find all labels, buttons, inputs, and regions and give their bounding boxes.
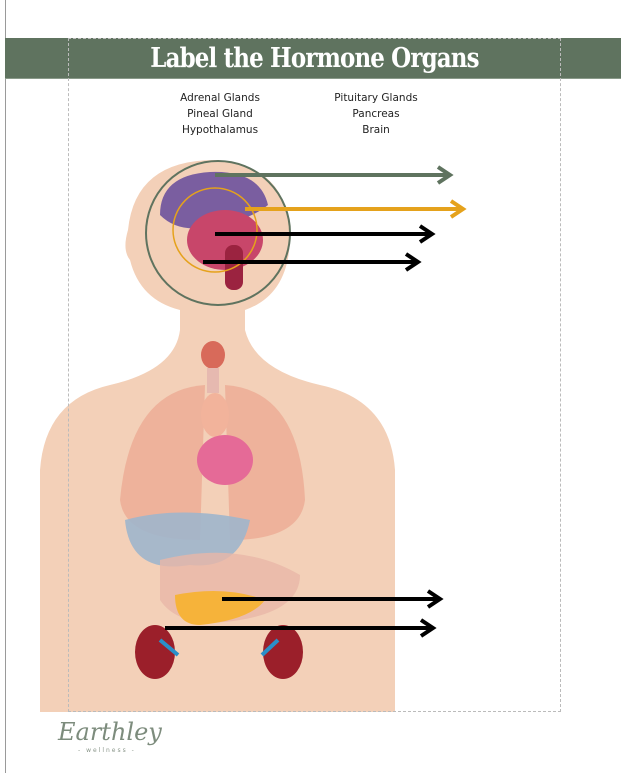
arrow-pineal (215, 224, 436, 244)
kidney-right-icon (260, 625, 303, 679)
arrow-adrenal (165, 618, 437, 638)
brand-logo: Earthley (58, 718, 162, 746)
hypothalamus-highlight-circle (172, 187, 258, 273)
arrow-pituitary (203, 252, 422, 272)
word-bank-item: Pituitary Glands (334, 92, 418, 104)
lungs-icon (120, 385, 305, 540)
word-bank-item: Brain (362, 124, 390, 136)
word-bank-item: Pancreas (352, 108, 400, 120)
word-bank-item: Adrenal Glands (180, 92, 260, 104)
word-bank-item: Hypothalamus (181, 124, 259, 136)
heart-icon (197, 435, 253, 485)
arrow-hypothalamus (245, 199, 467, 219)
title-banner (5, 38, 621, 79)
brand-tagline: - wellness - (78, 747, 136, 754)
thymus-icon (201, 393, 229, 437)
arrow-pancreas (222, 589, 444, 609)
worksheet-border (68, 38, 561, 712)
page-edge (5, 0, 6, 773)
word-bank-item: Pineal Gland (187, 108, 253, 120)
arrow-brain (215, 165, 454, 185)
thyroid-icon (201, 341, 225, 393)
page-title: Label the Hormone Organs (150, 43, 479, 74)
kidney-left-icon (135, 625, 180, 679)
